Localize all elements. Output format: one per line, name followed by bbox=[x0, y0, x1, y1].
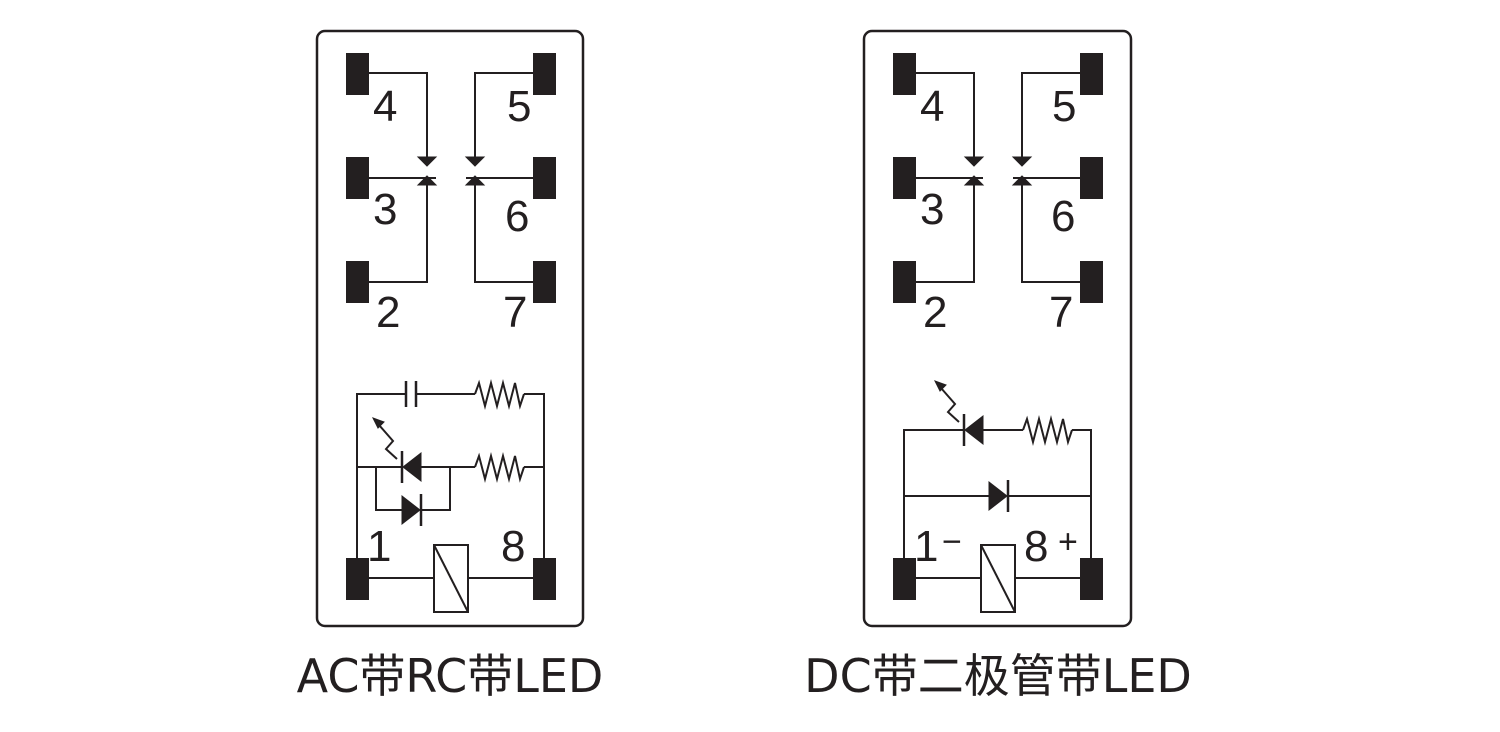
pin-8-label: 8 bbox=[1024, 522, 1048, 571]
pin-6-label: 6 bbox=[1051, 192, 1075, 241]
capacitor-icon bbox=[404, 381, 418, 407]
pin-2-label: 2 bbox=[923, 288, 947, 337]
dc-relay-outline bbox=[862, 29, 1133, 628]
resistor-icon bbox=[474, 452, 525, 483]
ac-caption: AC带RC带LED bbox=[297, 649, 604, 703]
pin-1-label: 1 bbox=[914, 522, 938, 571]
ac-relay-diagram: 4 3 2 5 6 7 1 8 bbox=[315, 29, 585, 628]
pin-3-label: 3 bbox=[920, 185, 944, 234]
pin-7-label: 7 bbox=[1049, 288, 1073, 337]
pin-2-label: 2 bbox=[376, 288, 400, 337]
ac-pin-labels: 4 3 2 5 6 7 1 8 bbox=[367, 82, 531, 571]
pin-5-label: 5 bbox=[507, 82, 531, 131]
ac-suppression-circuit bbox=[356, 379, 545, 558]
led-icon bbox=[933, 380, 984, 446]
pin-1-polarity: − bbox=[942, 523, 962, 561]
ac-relay-outline bbox=[315, 29, 585, 628]
resistor-icon bbox=[1022, 415, 1073, 446]
pin-4-label: 4 bbox=[920, 82, 944, 131]
pin-8-label: 8 bbox=[501, 522, 525, 571]
pin-8-polarity: + bbox=[1058, 523, 1078, 561]
pin-5-label: 5 bbox=[1052, 82, 1076, 131]
dc-relay-diagram: 4 3 2 5 6 7 1 − 8 + bbox=[862, 29, 1133, 628]
diode-icon bbox=[401, 494, 423, 526]
pin-1-label: 1 bbox=[367, 522, 391, 571]
led-icon bbox=[371, 417, 422, 483]
dc-pin-labels: 4 3 2 5 6 7 1 − 8 + bbox=[914, 82, 1078, 571]
dc-caption: DC带二极管带LED bbox=[804, 649, 1192, 703]
pin-6-label: 6 bbox=[505, 192, 529, 241]
pin-3-label: 3 bbox=[373, 185, 397, 234]
pin-7-label: 7 bbox=[503, 288, 527, 337]
resistor-icon bbox=[474, 379, 525, 410]
diode-icon bbox=[988, 480, 1010, 512]
dc-suppression-circuit bbox=[903, 380, 1092, 558]
pin-4-label: 4 bbox=[373, 82, 397, 131]
